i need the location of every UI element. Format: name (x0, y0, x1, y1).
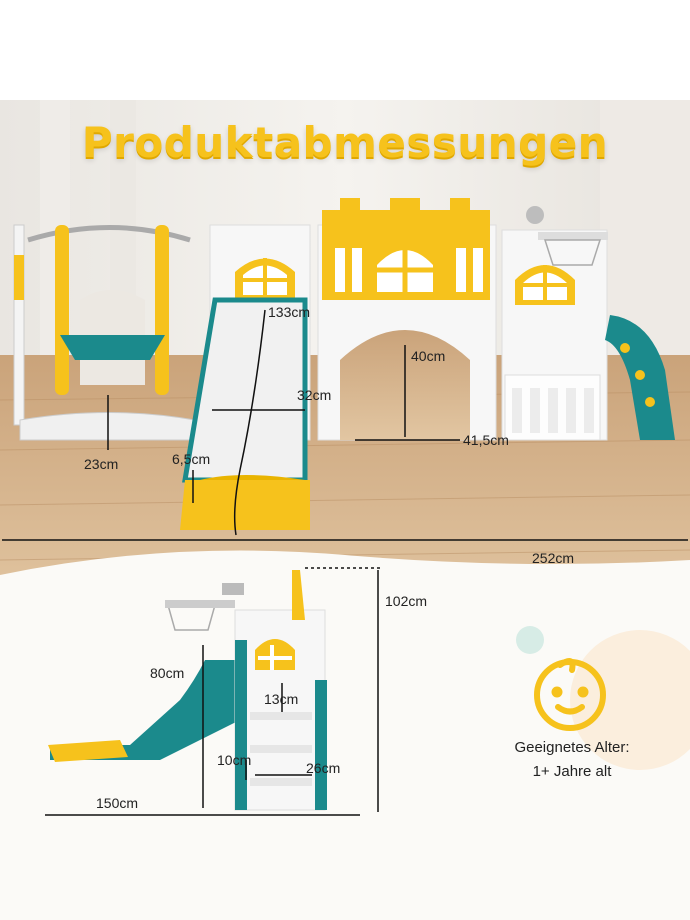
dim-slide-edge: 6,5cm (172, 451, 211, 467)
slide (180, 297, 310, 530)
dim-step-height: 13cm (264, 691, 299, 707)
dim-tunnel-width: 41,5cm (463, 432, 509, 448)
dim-slide-height: 80cm (150, 665, 185, 681)
dim-slide-length: 133cm (268, 304, 311, 320)
decor-dot (516, 626, 544, 654)
bottom-dimension-lines (45, 567, 380, 816)
baby-face-icon (534, 658, 606, 731)
climbing-ramp (605, 315, 675, 440)
playset-side-view (48, 570, 327, 811)
dim-step-width: 26cm (306, 760, 341, 776)
dim-slide-width: 32cm (297, 387, 332, 403)
dim-wall-height: 40cm (411, 348, 446, 364)
dim-swing-height: 23cm (84, 456, 119, 472)
dim-total-length: 252cm (532, 550, 575, 566)
decor-circle (570, 630, 690, 770)
playhouse (317, 198, 497, 441)
hoop-tower (501, 206, 608, 441)
age-badge: Geeignetes Alter: 1+ Jahre alt (482, 736, 662, 784)
page-title: Produktabmessungen (81, 118, 609, 167)
top-dimension-lines (2, 309, 688, 541)
age-value: 1+ Jahre alt (532, 763, 612, 780)
dim-step-depth: 10cm (217, 752, 252, 768)
dim-total-height: 102cm (385, 593, 428, 609)
age-label: Geeignetes Alter: (514, 739, 630, 756)
dim-depth: 150cm (96, 795, 139, 811)
